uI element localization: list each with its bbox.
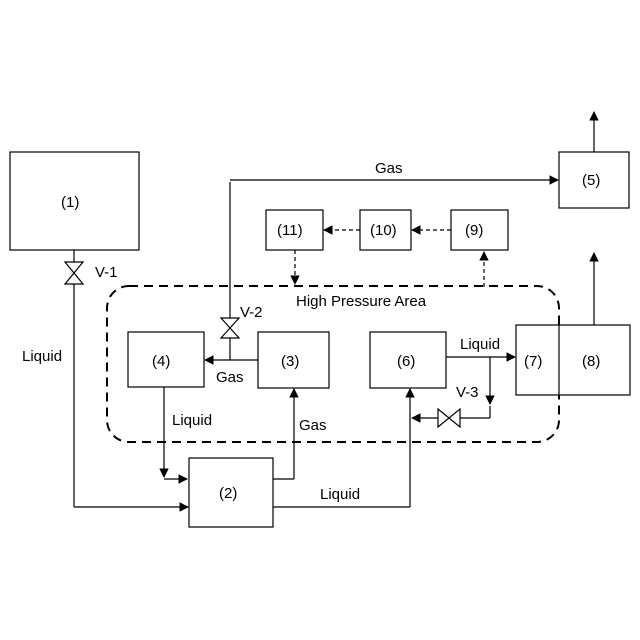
svg-text:(3): (3)	[281, 353, 299, 370]
unit-3: (3)	[258, 332, 329, 388]
unit-6: (6)	[370, 332, 446, 388]
svg-text:Gas: Gas	[375, 160, 403, 177]
valve-v2: V-2	[221, 304, 263, 338]
high-pressure-area-label: High Pressure Area	[296, 293, 427, 310]
svg-text:V-3: V-3	[456, 384, 479, 401]
stream-gas-3-to-4: Gas	[205, 338, 258, 386]
svg-text:(4): (4)	[152, 353, 170, 370]
unit-2: (2)	[189, 458, 273, 527]
valve-v3: V-3	[438, 384, 479, 427]
svg-text:V-2: V-2	[240, 304, 263, 321]
svg-text:(1): (1)	[61, 194, 79, 211]
unit-11: (11)	[266, 210, 323, 250]
unit-9: (9)	[451, 210, 508, 250]
stream-liquid-6-to-7: Liquid	[446, 336, 515, 357]
unit-7-8-assembly: (7) (8)	[516, 325, 630, 395]
svg-text:Liquid: Liquid	[460, 336, 500, 353]
svg-text:Liquid: Liquid	[22, 348, 62, 365]
unit-4: (4)	[128, 332, 204, 387]
svg-text:(5): (5)	[582, 172, 600, 189]
svg-text:Liquid: Liquid	[320, 486, 360, 503]
unit-5: (5)	[559, 152, 629, 208]
svg-text:Liquid: Liquid	[172, 412, 212, 429]
unit-7-label: (7)	[524, 353, 542, 370]
unit-1: (1)	[10, 152, 139, 250]
svg-text:(11): (11)	[277, 222, 303, 239]
svg-text:Gas: Gas	[299, 417, 327, 434]
unit-8-label: (8)	[582, 353, 600, 370]
valve-v1: V-1	[65, 262, 118, 284]
svg-text:(9): (9)	[465, 222, 483, 239]
svg-text:V-1: V-1	[95, 264, 118, 281]
svg-text:(10): (10)	[370, 222, 397, 239]
svg-text:Gas: Gas	[216, 369, 244, 386]
svg-text:(6): (6)	[397, 353, 415, 370]
svg-text:(2): (2)	[219, 485, 237, 502]
stream-gas-2-to-3: Gas	[273, 389, 327, 479]
unit-10: (10)	[360, 210, 411, 250]
